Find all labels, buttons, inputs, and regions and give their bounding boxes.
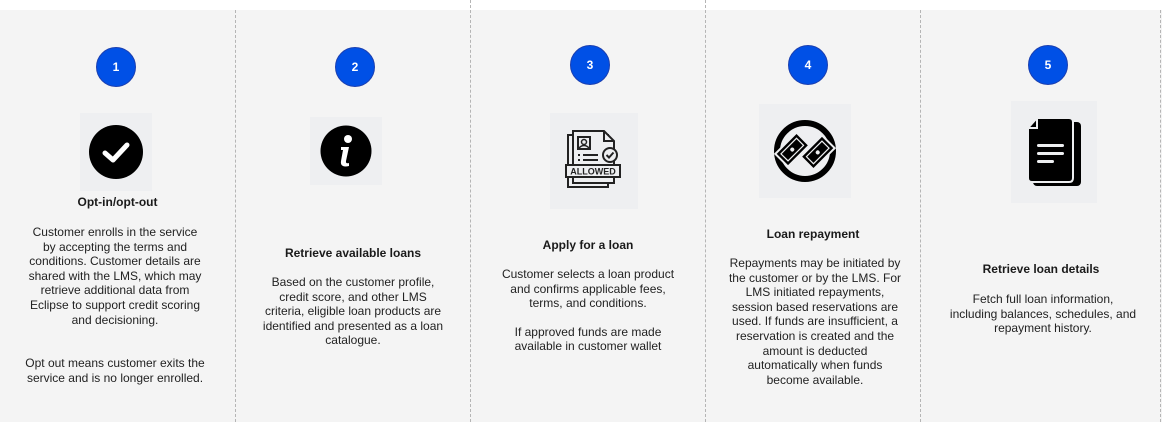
step-title: Retrieve loan details xyxy=(982,262,1100,276)
icon-label: ALLOWED xyxy=(570,167,616,177)
step-number-badge: 2 xyxy=(335,47,375,87)
step-3: 3 ALLOWED Apply for a loan Customer sele… xyxy=(471,10,705,422)
column-separator xyxy=(1160,10,1161,422)
step-number-badge: 5 xyxy=(1028,45,1068,85)
step-title: Loan repayment xyxy=(766,227,860,241)
step-title: Retrieve available loans xyxy=(284,246,422,260)
description-text: Customer enrolls in the service by accep… xyxy=(28,225,202,327)
document-allowed-icon: ALLOWED xyxy=(550,113,638,209)
step-number-badge: 4 xyxy=(788,45,828,85)
step-5: 5 Retrieve loan details Fetch full loan … xyxy=(921,10,1161,422)
step-number-badge: 1 xyxy=(96,47,136,87)
description-text: Repayments may be initiated by the custo… xyxy=(728,256,902,387)
step-description: Customer selects a loan product and conf… xyxy=(498,267,678,354)
step-number-badge: 3 xyxy=(570,45,610,85)
description-text-secondary: If approved funds are made available in … xyxy=(514,324,662,354)
documents-icon xyxy=(1011,101,1097,203)
step-description: Customer enrolls in the service by accep… xyxy=(25,225,205,385)
description-text: Based on the customer profile, credit sc… xyxy=(262,275,444,348)
money-exchange-icon xyxy=(759,104,851,198)
check-circle-icon xyxy=(80,113,152,191)
step-title: Apply for a loan xyxy=(542,238,634,252)
step-description: Based on the customer profile, credit sc… xyxy=(260,275,446,348)
step-title: Opt-in/opt-out xyxy=(77,195,158,209)
description-text: Fetch full loan information, including b… xyxy=(949,292,1137,336)
column-separator xyxy=(920,10,921,422)
column-separator xyxy=(470,0,471,422)
column-separator xyxy=(705,0,706,422)
description-text: Customer selects a loan product and conf… xyxy=(501,267,675,311)
step-description: Repayments may be initiated by the custo… xyxy=(726,256,904,387)
step-4: 4 Loan repayment Repayments may be initi… xyxy=(706,10,920,422)
step-1: 1 Opt-in/opt-out Customer enrolls in the… xyxy=(0,10,235,422)
step-description: Fetch full loan information, including b… xyxy=(949,292,1137,336)
info-circle-icon xyxy=(310,117,382,185)
column-separator xyxy=(235,10,236,422)
description-text-secondary: Opt out means customer exits the service… xyxy=(25,356,205,385)
step-2: 2 Retrieve available loans Based on the … xyxy=(236,10,470,422)
